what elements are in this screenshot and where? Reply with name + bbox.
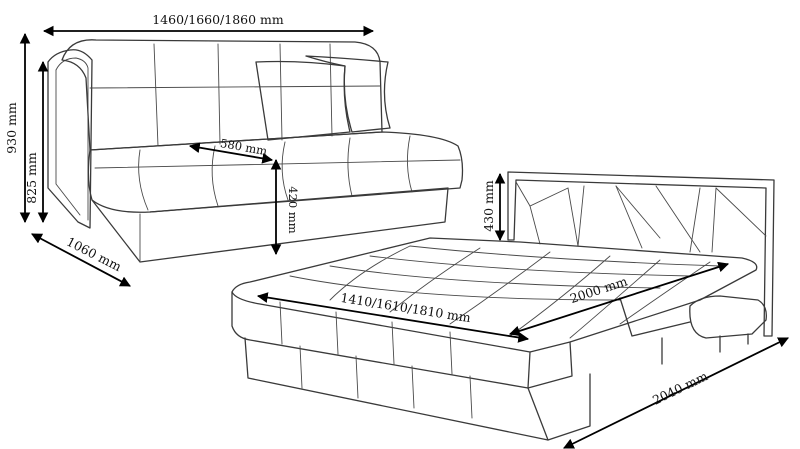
label-sofa-height: 930 mm xyxy=(4,102,19,154)
bed-dimensions xyxy=(256,172,789,449)
sofa-dimensions xyxy=(19,25,375,287)
bed-base xyxy=(244,337,591,441)
bed-back-panel xyxy=(507,171,775,337)
sofa-side-panel xyxy=(47,49,93,229)
label-sofa-arm-height: 825 mm xyxy=(24,152,39,204)
sofa-pillow-left xyxy=(255,60,351,141)
dimension-labels: 1460/1660/1860 mm 930 mm 825 mm 1060 mm … xyxy=(4,12,710,408)
label-bed-total-length: 2040 mm xyxy=(650,368,710,408)
sofa-seat xyxy=(87,131,464,213)
dim-bed-width xyxy=(256,292,530,343)
dim-bed-length xyxy=(508,261,730,337)
bed-mattress-front xyxy=(231,291,573,389)
bed-drawing xyxy=(231,171,775,441)
label-sofa-depth: 1060 mm xyxy=(64,234,124,274)
sofa-base xyxy=(91,187,449,263)
dim-seat-depth xyxy=(188,142,274,164)
label-back-height: 430 mm xyxy=(481,180,496,232)
sofa-pillow-right xyxy=(305,55,391,133)
dim-sofa-depth xyxy=(31,233,131,287)
bed-back-pattern xyxy=(515,181,767,253)
dim-bed-total-length xyxy=(563,337,789,449)
bed-side-cushion xyxy=(689,295,767,339)
label-seat-height: 420 mm xyxy=(286,186,300,234)
label-sofa-width: 1460/1660/1860 mm xyxy=(152,12,284,27)
sofa-drawing xyxy=(47,39,464,263)
bed-mattress-top xyxy=(231,237,758,353)
sofa-backrest xyxy=(61,39,383,151)
label-bed-length: 2000 mm xyxy=(568,273,629,306)
